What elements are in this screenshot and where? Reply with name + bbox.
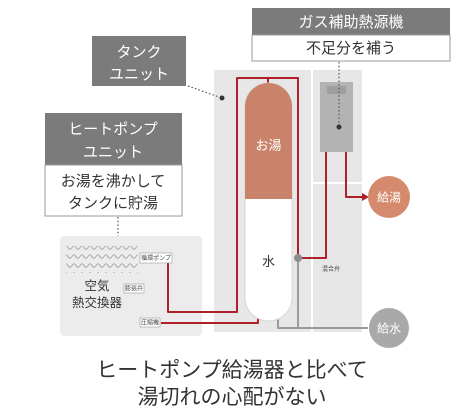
caption-line1: ヒートポンプ給湯器と比べて [96,358,368,382]
gas-unit-callout-description: 不足分を補う [306,39,396,57]
heat-pump-callout-body [44,164,183,217]
gas-unit-callout-body [251,34,451,62]
heat-pump-callout-title-line1: ヒートポンプ [68,120,158,138]
hot-supply-circle [368,176,410,218]
gas-unit-callout: ガス補助熱源機 不足分を補う [251,8,451,130]
heat-pump-callout-title-line2: ユニット [83,143,143,161]
heat-pump-callout-description-line1: お湯を沸かして [61,172,166,190]
pipe-valve-to-gas-unit [302,152,327,259]
hot-supply-arrow-icon [362,193,369,201]
air-heat-exchanger-label-line1: 空気 [84,278,109,293]
circulation-pump-tag [139,252,173,264]
compressor-tag [139,317,161,328]
expansion-valve-label: 膨張弁 [125,285,143,293]
tank-hot-label: お湯 [255,139,281,154]
air-heat-exchanger-label-line2: 熱交換器 [72,295,123,310]
cold-supply-pipe-to-tank [277,316,298,329]
piping [161,77,369,329]
expansion-valve-tag [123,283,145,294]
tank-unit-callout-header [92,36,186,86]
compressor-label: 圧縮機 [141,319,159,327]
circulation-pump-label: 循環ポンプ [141,254,171,262]
tank-unit-callout-title-line2: ユニット [109,65,169,83]
caption-line2: 湯切れの心配がない [138,385,327,409]
hot-supply-badge: 給湯 [368,176,410,218]
cold-supply-badge: 給水 [369,308,409,348]
hot-supply-outlet-pipe [345,152,363,198]
heat-pump-fins [66,246,138,273]
heat-pump-unit-callout: ヒートポンプ ユニット お湯を沸かして タンクに貯湯 [44,113,183,236]
cold-supply-circle [369,308,409,348]
cold-supply-label: 給水 [377,322,401,336]
tank-hot-water-zone [245,83,292,199]
gas-unit-callout-title: ガス補助熱源機 [298,13,403,31]
tank-cold-label: 水 [262,255,275,270]
tank-unit-leader-dot [219,95,225,101]
caption: ヒートポンプ給湯器と比べて 湯切れの心配がない [96,358,368,409]
heat-pump-callout-description-line2: タンクに貯湯 [68,194,158,212]
mixing-valve-icon [294,254,302,262]
hot-supply-label: 給湯 [377,191,401,205]
tank-unit-callout-title-line1: タンク [116,43,161,61]
heat-pump-callout-header [45,113,182,165]
gas-unit-leader-dot [336,124,342,130]
tank-unit-callout: タンク ユニット [92,36,225,101]
hot-water-pipe-heatpump-to-valve [167,77,299,313]
storage-tank: お湯 水 [244,82,293,322]
heat-pump-part-labels: 空気 熱交換器 循環ポンプ 膨張弁 圧縮機 [72,252,173,328]
gas-burner-slot [327,86,346,94]
gas-unit-callout-header [252,8,450,35]
mixing-valve-label: 混合弁 [322,265,340,273]
